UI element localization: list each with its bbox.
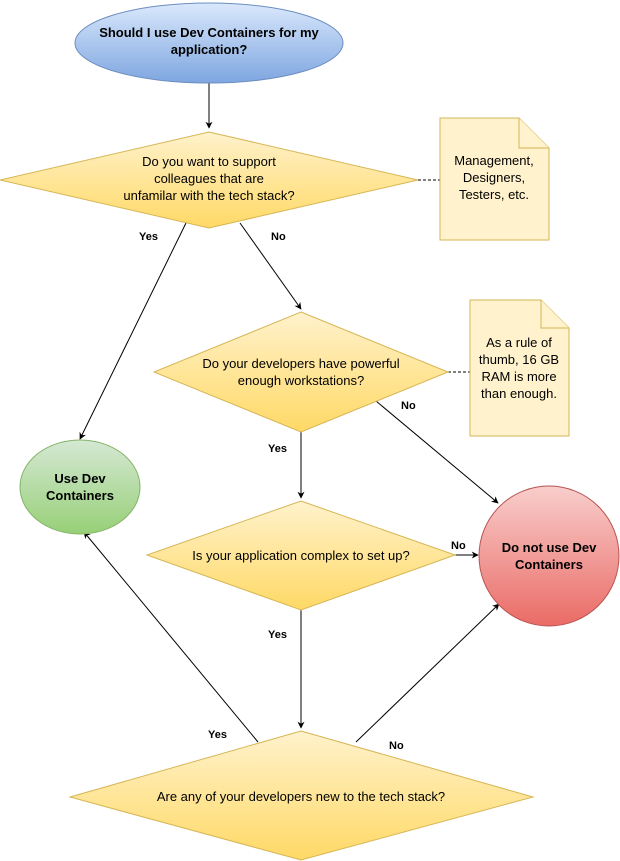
outcome-dont-use-line-2: Containers bbox=[515, 557, 583, 572]
edge-q1-yes bbox=[79, 222, 187, 440]
label-q4-no: No bbox=[389, 740, 404, 752]
label-q4-yes: Yes bbox=[208, 729, 227, 741]
note-roles-fold bbox=[518, 118, 549, 149]
decision-q3-line-1: Is your application complex to set up? bbox=[192, 548, 410, 563]
note-roles: Management, Designers, Testers, etc. bbox=[439, 117, 550, 241]
start-line-1: Should I use Dev Containers for my bbox=[99, 25, 319, 40]
decision-q2: Do your developers have powerful enough … bbox=[152, 311, 450, 433]
decision-q2-diamond bbox=[152, 311, 450, 433]
label-q3-no: No bbox=[451, 540, 466, 552]
outcome-dont-use-line-1: Do not use Dev bbox=[502, 540, 597, 555]
start-ellipse bbox=[74, 2, 344, 84]
decision-q1-line-3: unfamilar with the tech stack? bbox=[123, 188, 294, 203]
decision-q4-diamond bbox=[68, 730, 535, 861]
note-ram-line-2: thumb, 16 GB bbox=[479, 352, 559, 367]
decision-q1-line-2: colleagues that are bbox=[154, 171, 264, 186]
edge-q2-no bbox=[375, 400, 499, 504]
label-q3-yes: Yes bbox=[268, 629, 287, 641]
decision-q1-diamond bbox=[0, 131, 419, 229]
decision-q4: Are any of your developers new to the te… bbox=[68, 730, 535, 861]
note-ram-sheet bbox=[469, 299, 570, 437]
note-roles-line-1: Management, bbox=[454, 153, 534, 168]
edge-labels: Yes No Yes No Yes No Yes No bbox=[139, 231, 466, 752]
start-line-2: application? bbox=[171, 42, 248, 57]
outcome-use-line-2: Containers bbox=[46, 488, 114, 503]
edge-q4-yes bbox=[83, 531, 259, 743]
label-q2-yes: Yes bbox=[268, 443, 287, 455]
note-ram-line-4: than enough. bbox=[481, 386, 557, 401]
decision-q4-line-1: Are any of your developers new to the te… bbox=[157, 789, 445, 804]
decision-q2-line-1: Do your developers have powerful bbox=[202, 356, 399, 371]
note-roles-line-2: Designers, bbox=[463, 170, 525, 185]
edge-q1-no bbox=[239, 222, 302, 310]
note-ram-line-3: RAM is more bbox=[481, 369, 556, 384]
decision-q3-diamond bbox=[145, 500, 457, 611]
edges bbox=[79, 83, 500, 743]
edge-q4-no bbox=[355, 603, 500, 743]
outcome-dont-use: Do not use Dev Containers bbox=[478, 485, 620, 627]
label-q1-no: No bbox=[271, 231, 286, 243]
note-ram-fold bbox=[540, 300, 569, 329]
label-q2-no: No bbox=[401, 400, 416, 412]
decision-q2-line-2: enough workstations? bbox=[238, 373, 364, 388]
note-ram: As a rule of thumb, 16 GB RAM is more th… bbox=[469, 299, 570, 437]
start-node: Should I use Dev Containers for my appli… bbox=[74, 2, 344, 84]
note-roles-line-3: Testers, etc. bbox=[459, 187, 529, 202]
decision-q1-line-1: Do you want to support bbox=[142, 154, 276, 169]
outcome-use: Use Dev Containers bbox=[19, 439, 141, 535]
outcome-use-line-1: Use Dev bbox=[54, 471, 106, 486]
decision-q1: Do you want to support colleagues that a… bbox=[0, 131, 419, 229]
outcome-dont-use-circle bbox=[478, 485, 620, 627]
outcome-use-circle bbox=[19, 439, 141, 535]
note-ram-line-1: As a rule of bbox=[486, 335, 552, 350]
label-q1-yes: Yes bbox=[139, 231, 158, 243]
decision-q3: Is your application complex to set up? bbox=[145, 500, 457, 611]
